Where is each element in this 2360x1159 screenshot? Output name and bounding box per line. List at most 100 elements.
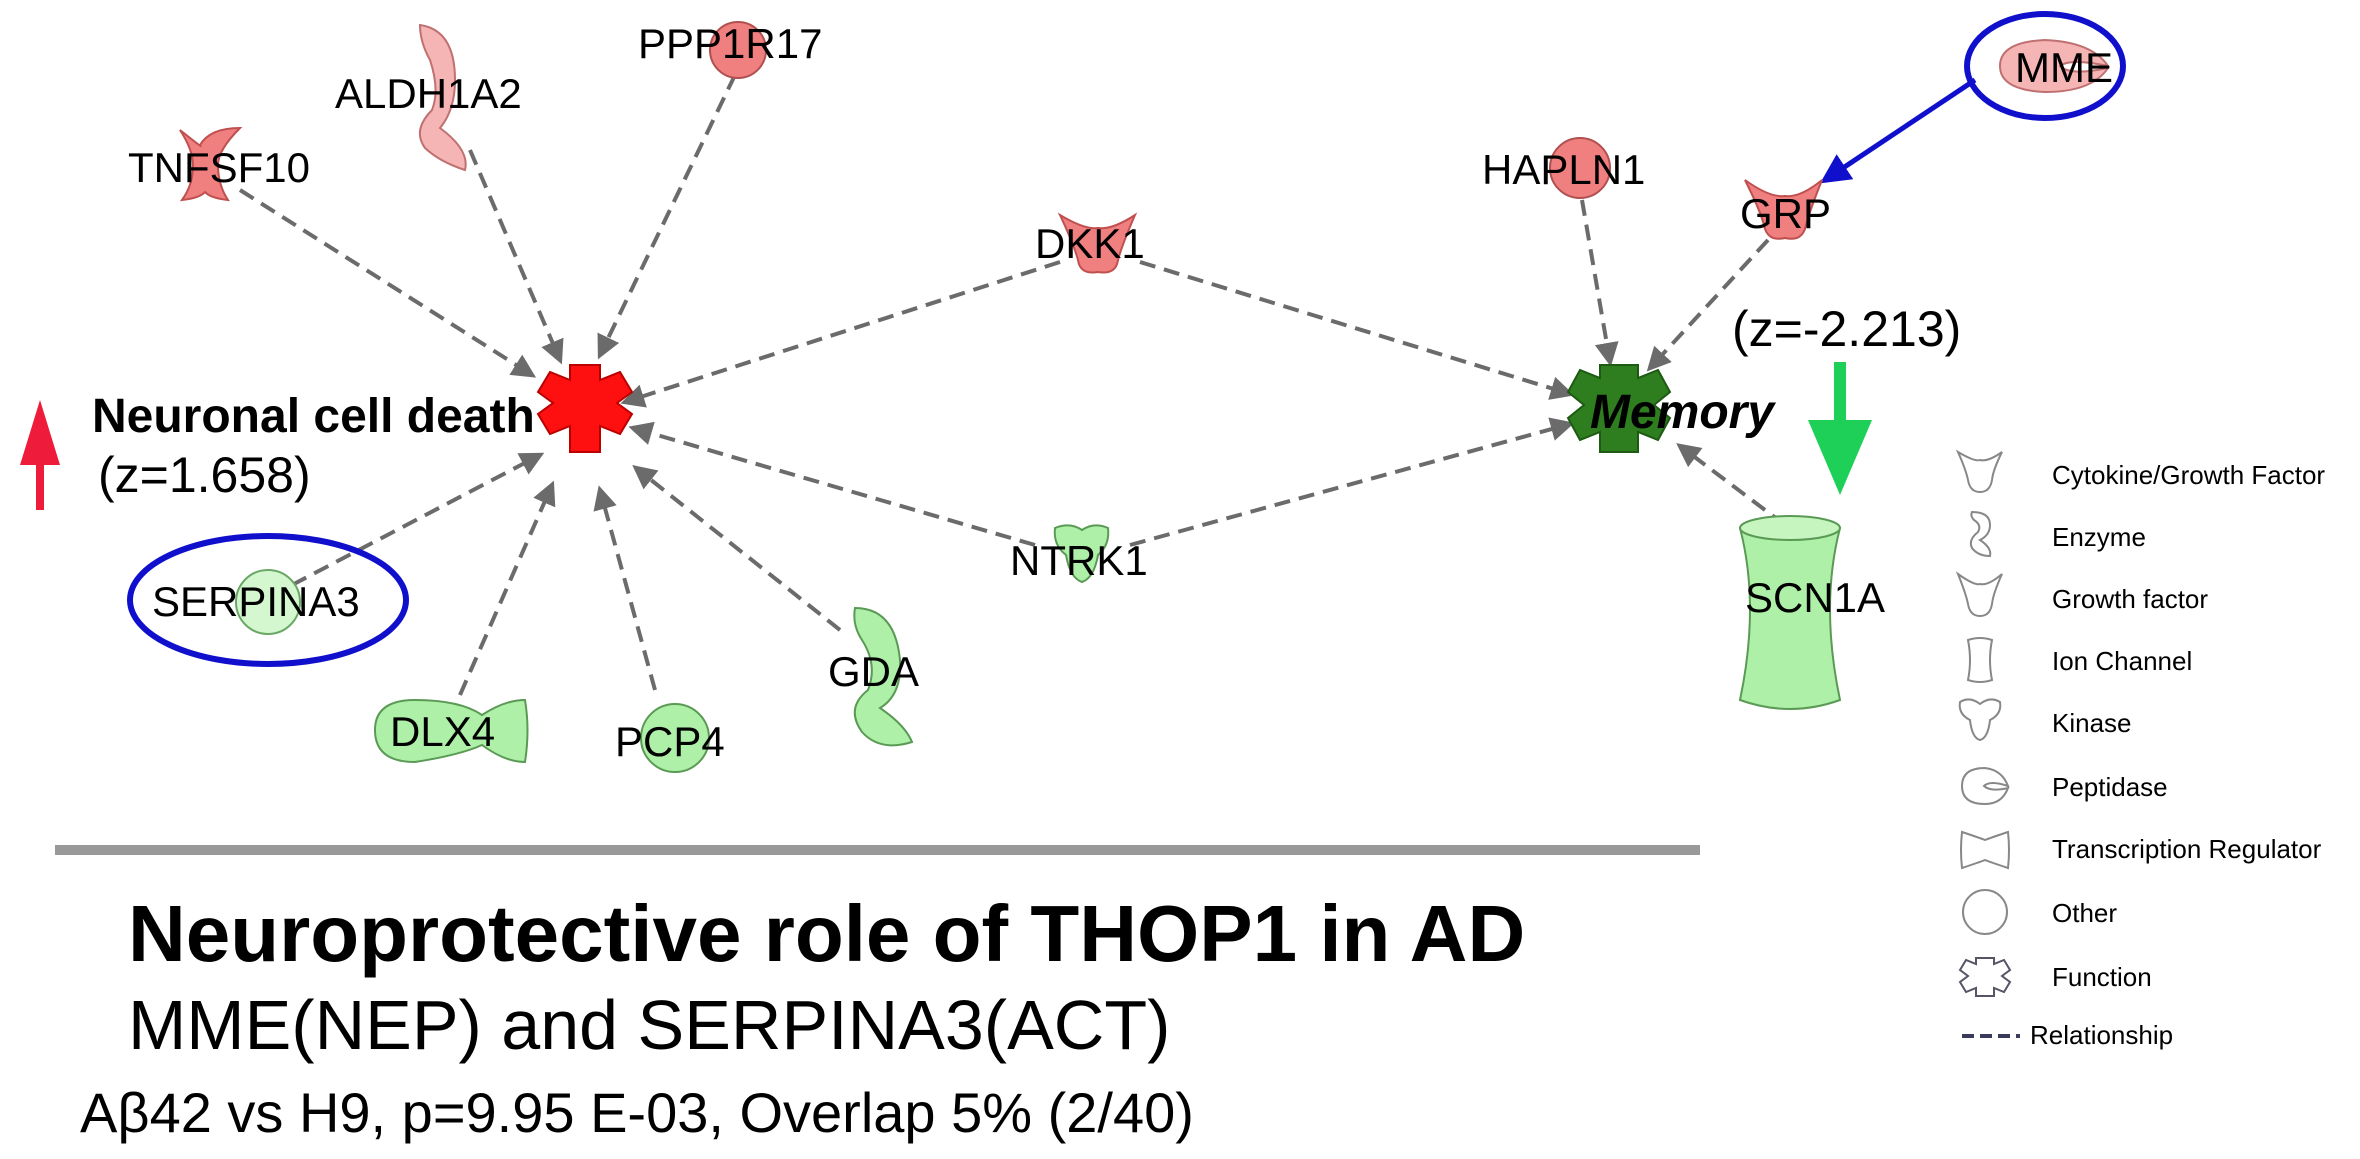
edge-grp-memory (1646, 238, 1770, 372)
label-dlx4: DLX4 (390, 708, 495, 755)
legend-item-peptidase: Peptidase (1960, 766, 2168, 806)
edge-scn1a-memory (1676, 443, 1787, 527)
up-arrow-icon (20, 400, 60, 510)
ion-channel-top (1739, 515, 1841, 541)
node-grp: GRP (1740, 179, 1831, 240)
enzyme-shape (418, 23, 467, 172)
legend-item-enzyme: Enzyme (1969, 510, 2146, 558)
edge-tnfsf10-neuronal (238, 188, 537, 378)
legend-label: Enzyme (2052, 522, 2146, 552)
node-ppp1r17: PPP1R17 (638, 20, 822, 79)
legend-item-kinase: Kinase (1958, 698, 2132, 742)
legend-label: Relationship (2030, 1020, 2173, 1050)
edge-mme-grp (1820, 77, 1977, 184)
node-hapln1: HAPLN1 (1482, 137, 1645, 199)
legend-item-transcription-regulator: Transcription Regulator (1960, 830, 2322, 870)
legend-label: Other (2052, 898, 2117, 928)
legend-label: Function (2052, 962, 2152, 992)
edges (238, 74, 1977, 696)
label-ppp1r17: PPP1R17 (638, 20, 822, 67)
legend-item-other: Other (1962, 889, 2117, 935)
function-gear-neuronal (536, 364, 634, 453)
label-neuronal-cell-death: Neuronal cell death (92, 390, 535, 443)
legend-label: Ion Channel (2052, 646, 2192, 676)
other-shape (709, 21, 767, 79)
legend-label: Growth factor (2052, 584, 2208, 614)
label-aldh1a2: ALDH1A2 (335, 70, 522, 117)
function-icon (1958, 957, 2012, 997)
peptidase-icon (1960, 766, 2010, 806)
label-tnfsf10: TNFSF10 (128, 144, 310, 191)
kinase-icon (1958, 698, 2002, 742)
label-pcp4: PCP4 (615, 718, 725, 765)
diagram-subtitle: MME(NEP) and SERPINA3(ACT) (128, 986, 1171, 1064)
other-shape (235, 569, 301, 635)
z-score-memory: (z=-2.213) (1732, 301, 1961, 357)
node-gda: GDA (828, 606, 919, 747)
edge-hapln1-memory (1580, 199, 1619, 367)
diagram-stats: Aβ42 vs H9, p=9.95 E-03, Overlap 5% (2/4… (80, 1081, 1194, 1144)
legend-label: Transcription Regulator (2052, 834, 2322, 864)
down-arrow-icon (1808, 362, 1872, 495)
label-gda: GDA (828, 648, 919, 695)
legend-label: Peptidase (2052, 772, 2168, 802)
edge-dkk1-memory (1139, 260, 1575, 400)
highlight-ring (1964, 11, 2126, 121)
highlight-ring (127, 533, 409, 667)
cytokine-icon (1955, 449, 2003, 494)
diagram-title: Neuroprotective role of THOP1 in AD (128, 889, 1526, 978)
node-ntrk1: NTRK1 (1010, 524, 1148, 584)
edge-dlx4-neuronal (458, 480, 556, 696)
node-scn1a: SCN1A (1738, 515, 1885, 710)
other-shape (1549, 137, 1611, 199)
label-grp: GRP (1740, 190, 1831, 237)
node-dlx4: DLX4 (373, 698, 529, 764)
legend-item-growth-factor: Growth factor (1955, 571, 2208, 618)
label-memory: Memory (1590, 386, 1776, 439)
legend: Cytokine/Growth Factor Enzyme Growth fac… (1955, 449, 2325, 1050)
enzyme-shape (853, 606, 914, 747)
edge-ppp1r17-neuronal (597, 74, 737, 360)
label-serpina3: SERPINA3 (152, 578, 360, 625)
growth-factor-shape (1744, 179, 1823, 240)
label-ntrk1: NTRK1 (1010, 537, 1148, 584)
function-gear-memory (1566, 364, 1672, 453)
transcription-regulator-shape (373, 698, 529, 764)
transcription-regulator-icon (1960, 830, 2010, 870)
node-tnfsf10: TNFSF10 (128, 126, 310, 202)
function-neuronal-cell-death: Neuronal cell death (z=1.658) (20, 364, 634, 510)
other-icon (1962, 889, 2008, 935)
legend-label: Cytokine/Growth Factor (2052, 460, 2325, 490)
label-hapln1: HAPLN1 (1482, 146, 1645, 193)
peptidase-shape (1998, 38, 2111, 94)
legend-item-cytokine: Cytokine/Growth Factor (1955, 449, 2325, 494)
node-serpina3: SERPINA3 (127, 533, 409, 667)
cytokine-shape (179, 126, 243, 202)
growth-factor-shape (1057, 212, 1138, 274)
growth-factor-icon (1955, 571, 2003, 618)
legend-label: Kinase (2052, 708, 2132, 738)
node-pcp4: PCP4 (615, 703, 725, 773)
node-aldh1a2: ALDH1A2 (335, 23, 522, 172)
label-scn1a: SCN1A (1745, 574, 1885, 621)
edge-pcp4-neuronal (593, 485, 657, 691)
node-dkk1: DKK1 (1035, 212, 1145, 274)
enzyme-icon (1969, 510, 1992, 558)
legend-item-relationship: Relationship (1962, 1020, 2173, 1050)
edge-dkk1-neuronal (620, 260, 1061, 408)
node-mme: MME (1964, 11, 2126, 121)
function-memory: Memory (z=-2.213) (1566, 301, 1961, 495)
edge-ntrk1-neuronal (628, 421, 1036, 547)
edge-gda-neuronal (632, 465, 842, 632)
label-mme: MME (2015, 44, 2113, 91)
edge-aldh1a2-neuronal (468, 149, 564, 365)
z-score-neuronal: (z=1.658) (98, 447, 311, 503)
edge-serpina3-neuronal (291, 452, 545, 587)
kinase-shape (1053, 524, 1110, 584)
legend-item-ion-channel: Ion Channel (1966, 637, 2192, 683)
other-shape (640, 703, 710, 773)
label-dkk1: DKK1 (1035, 220, 1145, 267)
edge-ntrk1-memory (1129, 417, 1575, 547)
ion-channel-icon (1966, 637, 1994, 683)
